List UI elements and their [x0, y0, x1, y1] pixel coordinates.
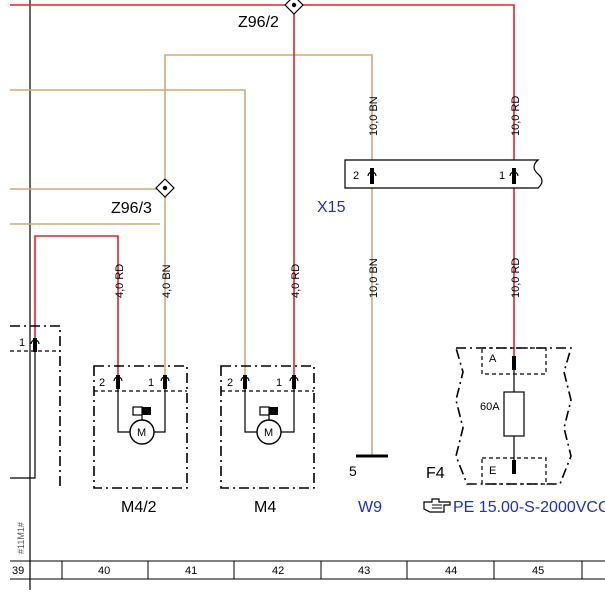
m4-motor-symbol: M [264, 427, 273, 439]
splice-z96-3-label: Z96/3 [111, 200, 152, 217]
grid-col-41: 41 [185, 565, 197, 577]
grid-strip [10, 560, 605, 580]
wire-bn-top [164, 54, 373, 178]
x15-pin-1: 1 [499, 170, 505, 182]
wire-label-m42-rd: 4,0 RD [114, 264, 126, 298]
wire-bn-left-to-m4 [10, 89, 246, 375]
component-m4 [220, 365, 315, 489]
left-component-pin-1: 1 [19, 337, 25, 349]
grid-col-45: 45 [532, 565, 544, 577]
fuse-f4 [454, 347, 573, 485]
brown-wires [10, 54, 373, 456]
ground-w9-label: W9 [358, 499, 382, 516]
fuse-rating: 60A [480, 401, 500, 413]
wire-label-m42-bn: 4,0 BN [161, 264, 173, 298]
ground-w9-pin: 5 [349, 463, 357, 479]
wire-label-m4-rd: 4,0 RD [290, 264, 302, 298]
connector-x15 [344, 159, 543, 189]
m4-2-pin-1: 1 [148, 377, 154, 389]
wire-label-bn-lower: 10,0 BN [368, 258, 380, 298]
red-wires [10, 4, 515, 375]
fuse-pin-a: A [489, 353, 497, 365]
pointing-hand-icon [423, 498, 451, 513]
wire-rd-left-to-m4-2 [34, 235, 119, 375]
left-component [10, 325, 61, 488]
component-m4-2 [93, 365, 188, 489]
footer-code: #11M1# [16, 522, 26, 554]
grid-col-40: 40 [98, 565, 110, 577]
grid-col-44: 44 [445, 565, 457, 577]
fuse-pin-e: E [489, 465, 496, 477]
component-m4-2-label: M4/2 [121, 499, 157, 516]
m4-2-motor-symbol: M [137, 427, 146, 439]
m4-pin-1: 1 [276, 377, 282, 389]
fuse-f4-label: F4 [426, 465, 445, 482]
connector-x15-label: X15 [317, 199, 346, 216]
grid-col-43: 43 [358, 565, 370, 577]
m4-2-pin-2: 2 [99, 377, 105, 389]
wire-label-rd-lower: 10,0 RD [510, 258, 522, 298]
x15-pin-2: 2 [353, 170, 359, 182]
grid-col-39: 39 [12, 565, 24, 577]
wire-label-rd-upper: 10,0 RD [510, 96, 522, 136]
grid-col-42: 42 [272, 565, 284, 577]
wire-label-bn-upper: 10,0 BN [368, 96, 380, 136]
splice-z96-2-label: Z96/2 [238, 14, 279, 31]
component-m4-label: M4 [254, 499, 276, 516]
m4-pin-2: 2 [227, 377, 233, 389]
splice-z96-2 [284, 0, 304, 15]
splice-z96-3 [155, 178, 175, 198]
wire-rd-top-right [302, 4, 515, 163]
reference-link[interactable]: PE 15.00-S-2000VCC [453, 499, 605, 516]
